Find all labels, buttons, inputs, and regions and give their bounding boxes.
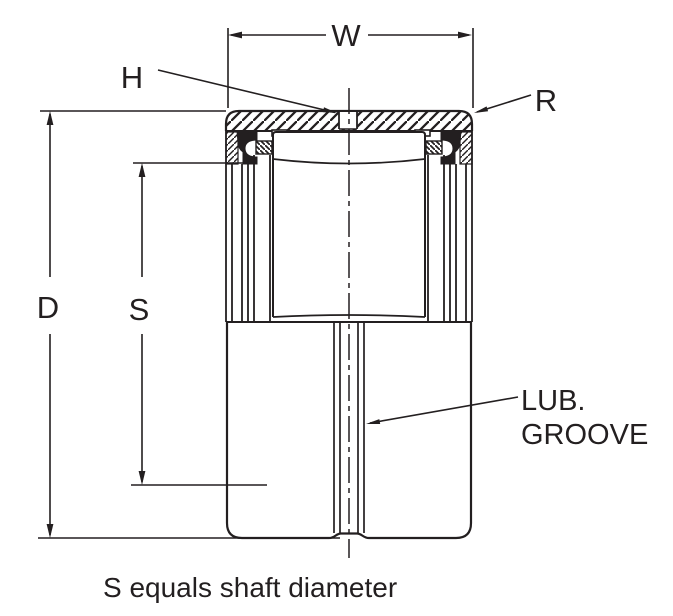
- dimension-w: [227, 28, 474, 108]
- lube-hole: [338, 112, 358, 130]
- arrowhead-r: [474, 106, 489, 113]
- arrowhead-h: [322, 107, 337, 113]
- corner-radius-label: R: [535, 83, 557, 118]
- seal-right: [425, 130, 473, 165]
- arrowhead-s-top: [138, 163, 146, 177]
- arrowhead-w-right: [458, 31, 472, 39]
- leader-h: [157, 69, 337, 114]
- arrowhead-s-bottom: [138, 471, 146, 485]
- cup-side-walls: [225, 131, 473, 322]
- leader-lub-groove: [366, 396, 519, 424]
- arrowhead-d-top: [46, 111, 54, 125]
- dimension-d: [38, 110, 340, 539]
- outer-diameter-label: D: [37, 290, 59, 325]
- lub-groove-label-line2: GROOVE: [521, 419, 648, 451]
- caption: S equals shaft diameter: [103, 572, 397, 603]
- arrowhead-lub-groove: [366, 419, 381, 424]
- leader-r: [474, 94, 532, 113]
- lub-groove-lines: [333, 322, 365, 534]
- arrowhead-d-bottom: [46, 524, 54, 538]
- lub-groove-label-line1: LUB.: [521, 385, 585, 417]
- lube-hole-label: H: [121, 60, 143, 95]
- shaft-diameter-label: S: [129, 292, 150, 327]
- width-dim-label: W: [331, 18, 361, 53]
- arrowhead-w-left: [228, 31, 242, 39]
- seal-left: [225, 130, 273, 165]
- dimension-s: [131, 162, 267, 486]
